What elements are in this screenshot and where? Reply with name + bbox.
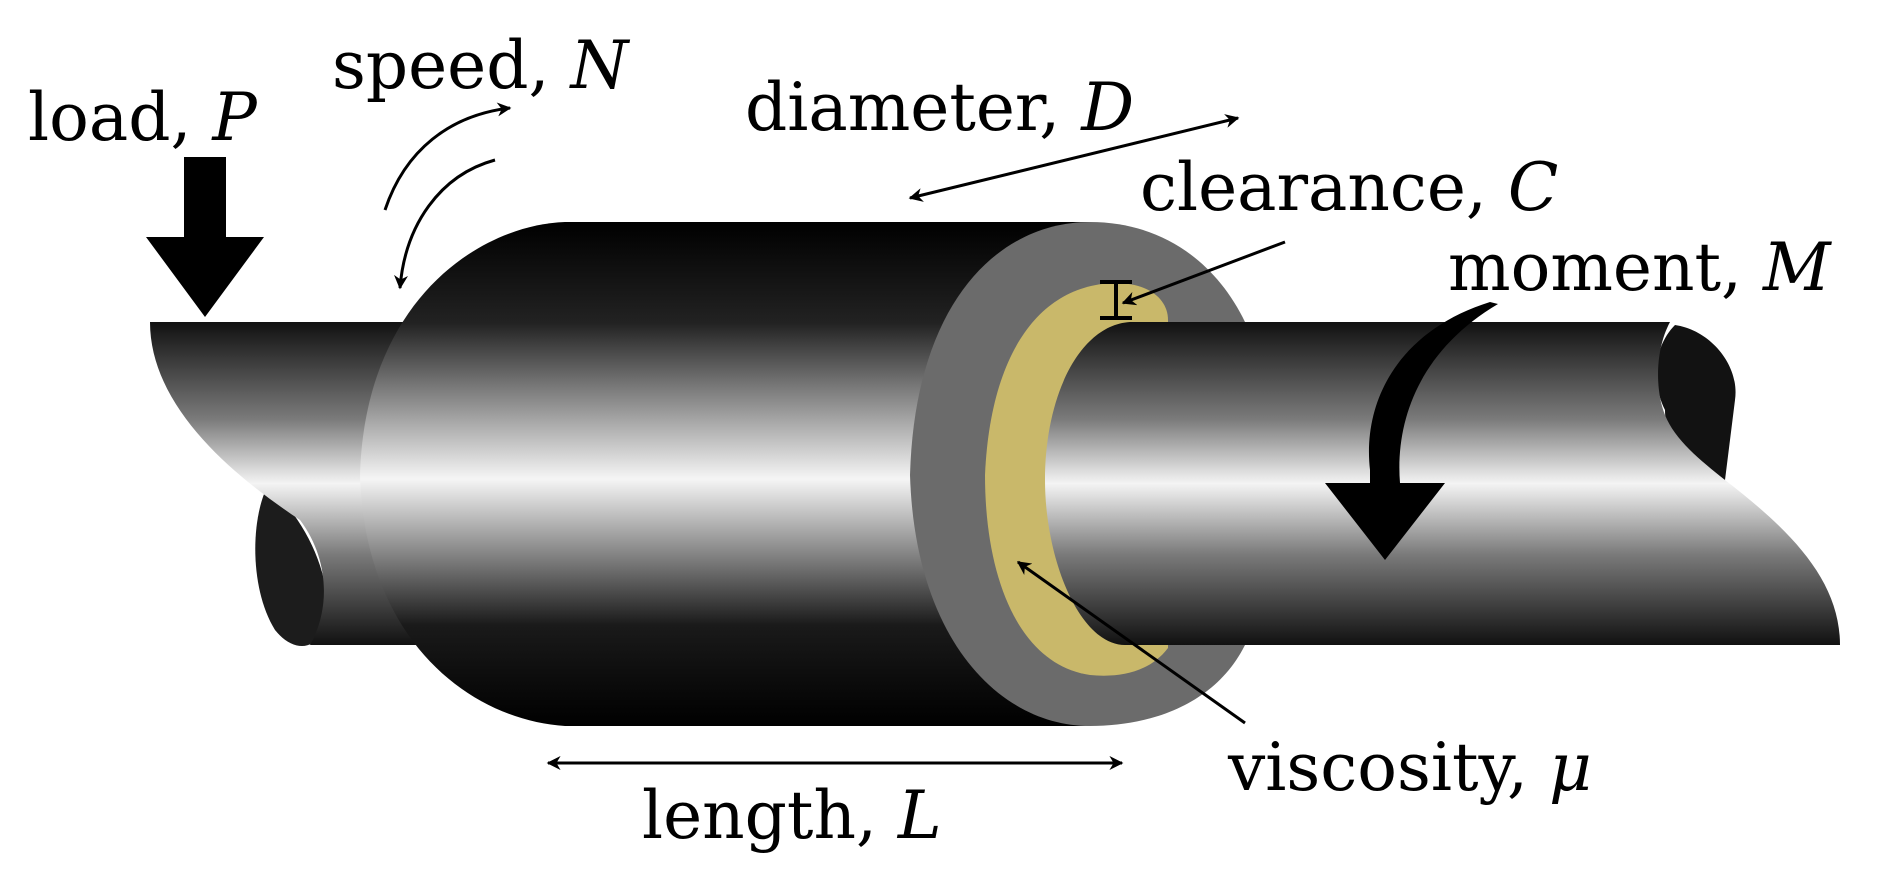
load-arrow — [146, 157, 264, 317]
diameter-label: diameter, D — [745, 69, 1134, 146]
diameter-arrow — [908, 114, 1240, 202]
length-label: length, L — [642, 777, 942, 854]
speed-arrow-upper — [383, 102, 512, 211]
viscosity-label: viscosity, μ — [1227, 729, 1592, 806]
clearance-leader — [1121, 240, 1286, 306]
moment-arrow — [1325, 302, 1498, 560]
moment-label: moment, M — [1448, 229, 1832, 306]
clearance-label: clearance, C — [1140, 149, 1558, 226]
left-shaft-end — [255, 485, 329, 647]
speed-label: speed, N — [332, 27, 630, 104]
bearing-sleeve — [360, 222, 1090, 726]
speed-arrow-lower — [394, 158, 496, 290]
load-label: load, P — [28, 79, 258, 156]
clearance-marker — [1100, 280, 1132, 320]
viscosity-leader — [1016, 560, 1246, 725]
left-shaft — [150, 322, 420, 645]
